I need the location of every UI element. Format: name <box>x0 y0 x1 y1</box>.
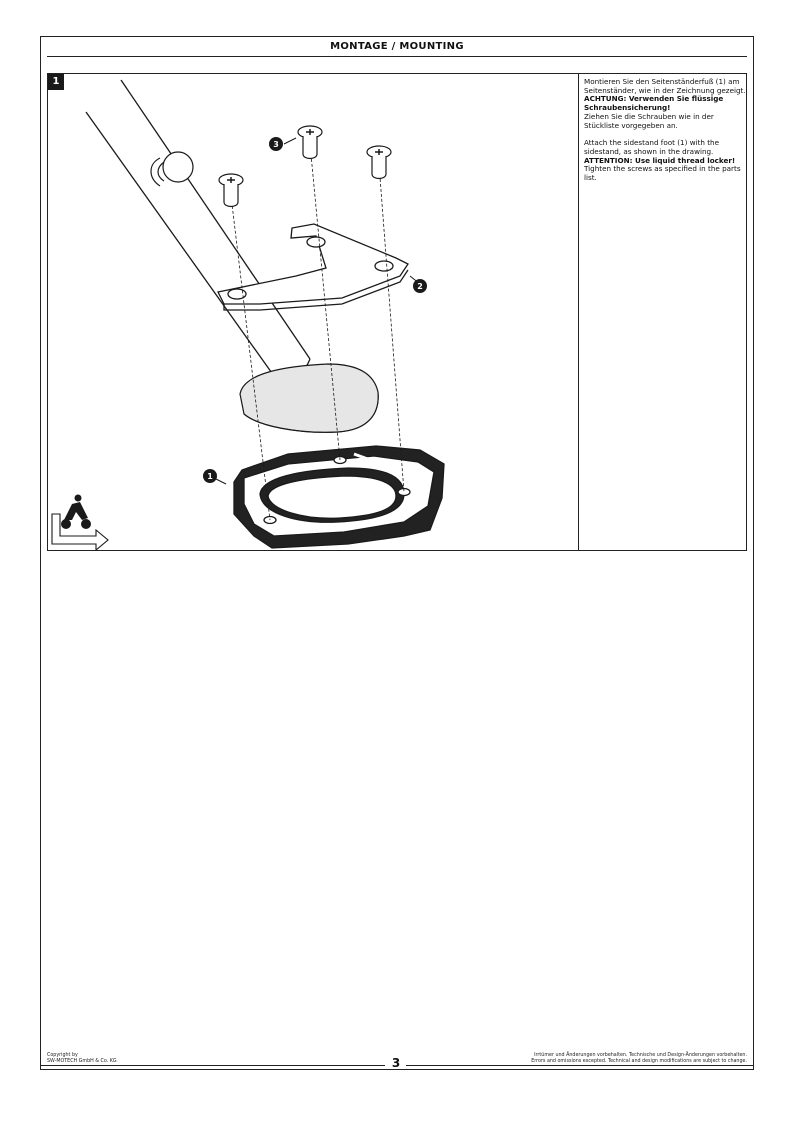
instruction-de-2: Ziehen Sie die Schrauben wie in der Stüc… <box>584 111 714 130</box>
instruction-de: Montieren Sie den Seitenständerfuß (1) a… <box>584 77 746 95</box>
page-number: 3 <box>391 1056 401 1070</box>
svg-text:2: 2 <box>417 282 423 291</box>
assembly-drawing: 1 2 3 <box>48 74 578 552</box>
column-divider <box>578 74 579 550</box>
disclaimer-de: Irrtümer und Änderungen vorbehalten. Tec… <box>534 1053 747 1058</box>
instruction-en-2: Tighten the screws as specified in the p… <box>584 164 741 183</box>
instruction-en: Attach the sidestand foot (1) with the s… <box>584 138 720 156</box>
svg-text:3: 3 <box>273 140 279 149</box>
step-number: 1 <box>48 74 64 90</box>
instructions: Montieren Sie den Seitenständerfuß (1) a… <box>584 77 746 183</box>
callout-3: 3 <box>269 137 297 151</box>
page-frame: MONTAGE / MOUNTING <box>40 36 754 1070</box>
warning-en: ATTENTION: Use liquid thread locker! <box>584 155 736 165</box>
adapter-plate <box>217 223 409 311</box>
svg-text:1: 1 <box>207 472 213 481</box>
sidestand-tube <box>85 79 311 382</box>
motorcycle-mounting-icon <box>51 494 109 552</box>
screw-right <box>366 145 392 180</box>
callout-2: 2 <box>409 275 427 293</box>
screw-left <box>218 173 244 208</box>
copyright-line-1: Copyright by <box>47 1053 78 1058</box>
copyright: Copyright by SW-MOTECH GmbH & Co. KG <box>47 1053 117 1065</box>
title-rule <box>47 56 747 57</box>
sidestand-ball <box>150 151 194 187</box>
page-title: MONTAGE / MOUNTING <box>330 41 464 52</box>
footer-rule-left <box>40 1065 385 1066</box>
step-box: 1 2 3 <box>47 73 747 552</box>
disclaimer-en: Errors and omissions excepted. Technical… <box>531 1059 747 1064</box>
callout-1: 1 <box>203 469 227 485</box>
sidestand-foot <box>233 445 445 549</box>
disclaimer: Irrtümer und Änderungen vorbehalten. Tec… <box>427 1053 747 1065</box>
alignment-lines <box>230 143 405 521</box>
copyright-line-2: SW-MOTECH GmbH & Co. KG <box>47 1059 117 1064</box>
original-foot <box>239 363 379 433</box>
screw-middle <box>297 125 323 160</box>
warning-de: ACHTUNG: Verwenden Sie flüssige Schraube… <box>584 94 724 113</box>
footer-rule-right <box>406 1065 754 1066</box>
